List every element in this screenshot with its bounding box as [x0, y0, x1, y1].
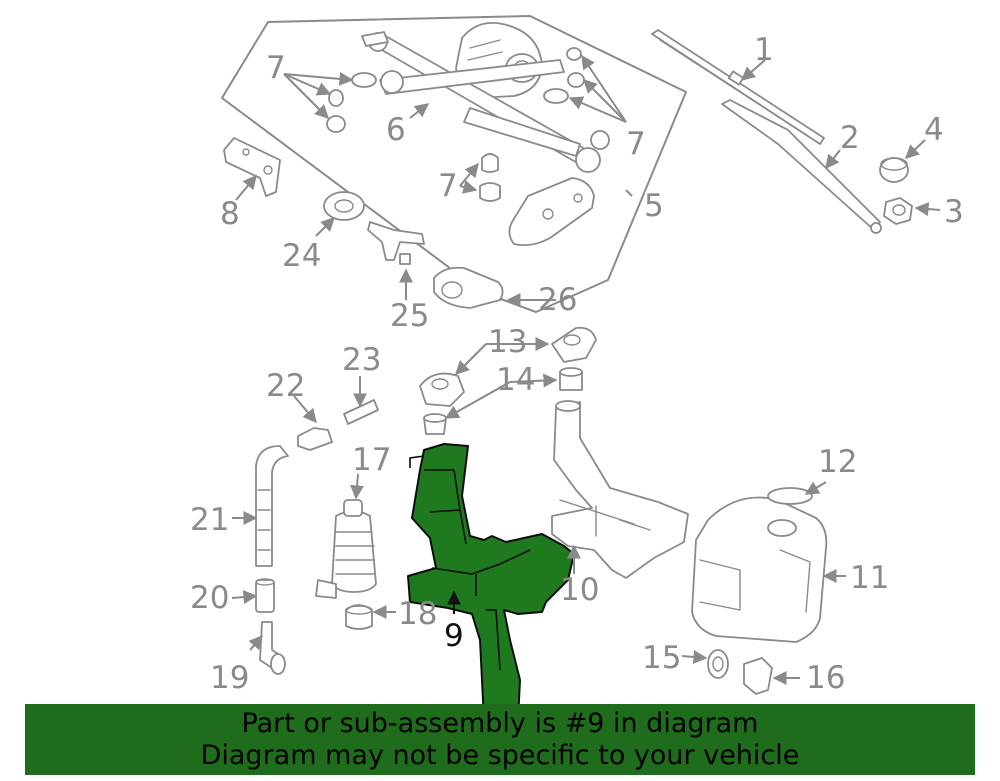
leader-lines [231, 54, 941, 685]
reservoir-neck-10 [551, 400, 689, 579]
seal-lower [423, 413, 447, 435]
callout-24: 24 [282, 238, 321, 274]
callout-17: 17 [352, 442, 391, 478]
bracket-8 [223, 137, 281, 197]
callout-labels: 1 2 3 4 5 6 7 7 7 8 9 10 11 12 13 14 15 … [190, 32, 964, 696]
seal-upper [559, 367, 583, 391]
connector-16 [743, 657, 773, 695]
callout-23: 23 [342, 342, 381, 378]
callout-19: 19 [210, 660, 249, 696]
nut-3 [883, 197, 913, 225]
connector-22 [297, 427, 333, 451]
grommets [326, 47, 585, 202]
callout-22: 22 [266, 368, 305, 404]
callout-16: 16 [806, 660, 845, 696]
callout-18: 18 [398, 596, 437, 632]
callout-25: 25 [390, 298, 429, 334]
cap-4 [879, 157, 909, 183]
washer-nozzle-26 [433, 266, 504, 309]
callout-5: 5 [644, 188, 664, 224]
hose-connector-25 [367, 221, 425, 265]
wiper-linkage [361, 31, 610, 173]
callout-14: 14 [496, 362, 535, 398]
wiper-blade [651, 29, 825, 145]
callout-3: 3 [944, 194, 964, 230]
hose-21 [255, 445, 289, 567]
callout-7c: 7 [438, 168, 458, 204]
callout-1: 1 [754, 32, 774, 68]
callout-4: 4 [924, 112, 944, 148]
callout-11: 11 [850, 560, 889, 596]
reservoir-11 [691, 496, 828, 643]
callout-20: 20 [190, 580, 229, 616]
elbow-19 [259, 621, 286, 675]
ring-clamp-12 [767, 487, 813, 505]
callout-7b: 7 [626, 126, 646, 162]
callout-15: 15 [642, 640, 681, 676]
mount-bracket [508, 177, 595, 247]
grommet-15 [707, 649, 729, 679]
filler-cap-upper [551, 326, 597, 363]
grommet-18 [345, 604, 373, 630]
filler-cap-lower [419, 372, 465, 407]
sleeve-20 [255, 578, 275, 613]
banner-line-2: Diagram may not be specific to your vehi… [200, 740, 800, 771]
washer-pump-17 [315, 499, 377, 599]
callout-21: 21 [190, 502, 229, 538]
grommet-24 [323, 191, 365, 221]
callout-2: 2 [840, 120, 860, 156]
callout-10: 10 [560, 572, 599, 608]
callout-13: 13 [488, 324, 527, 360]
callout-12: 12 [818, 444, 857, 480]
highlighted-part-9[interactable] [407, 443, 575, 727]
callout-8: 8 [220, 196, 240, 232]
callout-7a: 7 [266, 50, 286, 86]
wiper-arm [721, 99, 882, 234]
callout-9: 9 [444, 618, 464, 654]
banner-line-1: Part or sub-assembly is #9 in diagram [241, 708, 759, 739]
callout-26: 26 [538, 282, 577, 318]
callout-6: 6 [386, 112, 406, 148]
info-banner: Part or sub-assembly is #9 in diagram Di… [25, 704, 975, 775]
